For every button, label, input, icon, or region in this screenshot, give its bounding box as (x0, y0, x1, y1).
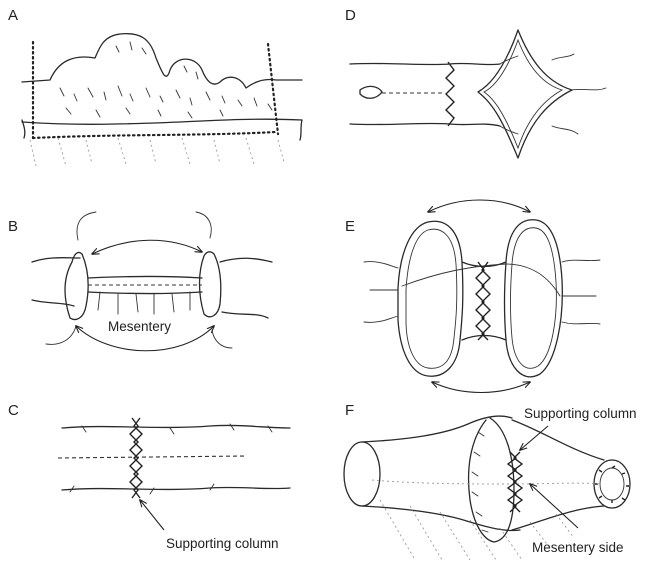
panel-b: B Mesentery (8, 212, 272, 351)
panel-c: C Supporting column (8, 402, 290, 551)
panel-b-letter: B (8, 218, 18, 235)
panel-f-mesentery-side-label: Mesentery side (532, 540, 624, 555)
panel-d-letter: D (345, 7, 356, 24)
panel-b-mesentery-label: Mesentery (108, 319, 171, 334)
panel-e-supporting-column (476, 262, 490, 340)
panel-c-supporting-column-label: Supporting column (166, 536, 279, 551)
panel-d-bowel-drawing (350, 30, 606, 158)
panel-c-bowel-drawing (58, 424, 290, 494)
panel-e-bottom-arrow (432, 382, 530, 393)
panel-d: D (345, 7, 606, 158)
panel-e: E (345, 200, 600, 393)
panel-a-bowel-drawing (22, 34, 302, 166)
panel-a: A (8, 7, 302, 166)
panel-c-label-arrow (140, 500, 164, 530)
panel-e-letter: E (345, 218, 355, 235)
panel-c-letter: C (8, 402, 19, 419)
panel-a-resection-line-right (268, 44, 278, 134)
panel-f-supporting-column (508, 452, 522, 512)
panel-d-anastomosis-stitches (446, 62, 454, 126)
panel-b-top-arrow (92, 240, 202, 254)
panel-c-supporting-column (130, 418, 142, 498)
panel-e-bowel-drawing (364, 220, 600, 377)
panel-e-top-arrow (428, 200, 530, 212)
panel-f-letter: F (345, 402, 354, 419)
panel-a-resection-line-bottom (33, 132, 276, 138)
panel-f-bowel-drawing (344, 416, 630, 560)
panel-a-letter: A (8, 7, 18, 24)
panel-f: F Supporting column Mesentery side (344, 402, 637, 560)
panel-f-supporting-column-label: Supporting column (524, 406, 637, 421)
